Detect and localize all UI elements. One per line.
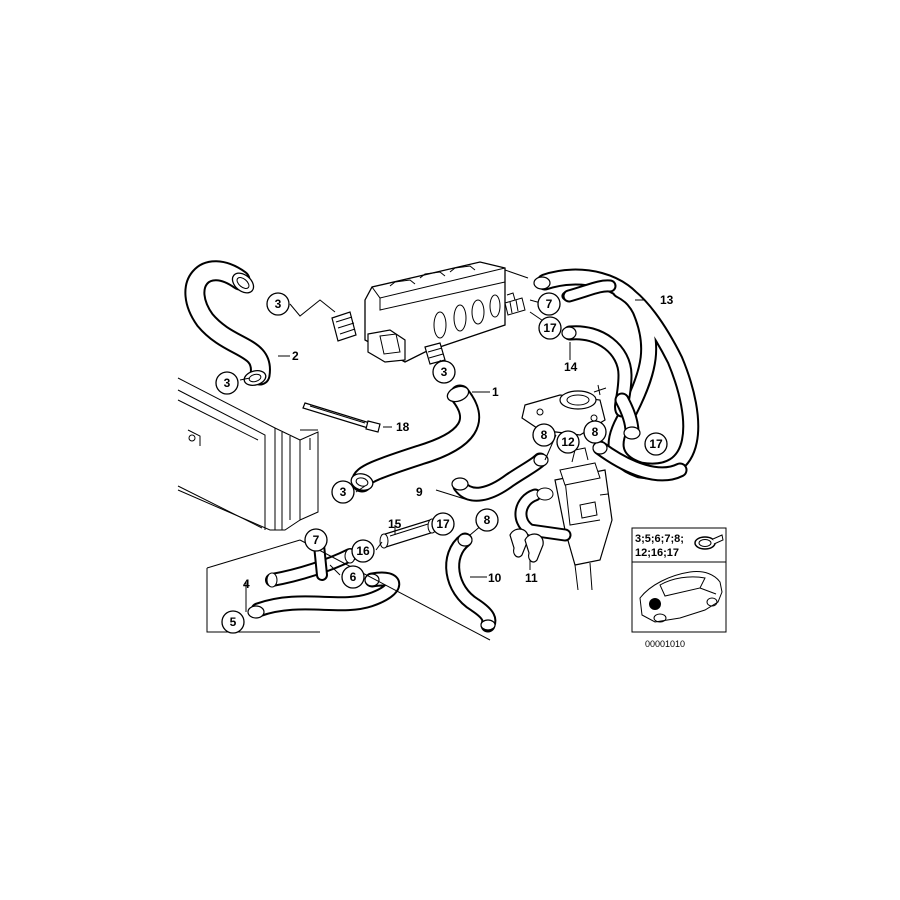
radiator — [177, 377, 319, 531]
callout-6: 6 — [350, 570, 357, 584]
hose-10 — [445, 532, 497, 633]
callout-17-right: 17 — [649, 437, 663, 451]
callout-18: 18 — [396, 420, 410, 434]
hose-1 — [350, 384, 480, 493]
inset-parts-line-1: 3;5;6;7;8; — [635, 533, 684, 545]
hose-clamp-icon — [694, 534, 724, 550]
callout-1: 1 — [492, 385, 499, 399]
callout-3-mid: 3 — [441, 365, 448, 379]
callout-11: 11 — [525, 571, 538, 585]
cable-tie-18 — [302, 402, 381, 433]
callout-numbers: 3 3 3 3 7 17 17 8 12 8 17 8 16 7 6 5 — [224, 297, 663, 629]
callout-15: 15 — [388, 517, 402, 531]
callout-17-top: 17 — [543, 321, 557, 335]
callout-13: 13 — [660, 293, 674, 307]
auxiliary-water-pump — [514, 447, 613, 591]
callout-9: 9 — [416, 485, 423, 499]
callout-5: 5 — [230, 615, 237, 629]
leader-lines — [206, 299, 645, 641]
callout-8-lower: 8 — [484, 513, 491, 527]
callout-3-left: 3 — [224, 376, 231, 390]
hose-5-lower — [247, 571, 401, 619]
clamp-11 — [509, 528, 544, 563]
callout-8-left: 8 — [541, 428, 548, 442]
callout-circles — [215, 292, 668, 634]
diagram-code: 00001010 — [645, 639, 685, 649]
hose-9 — [451, 452, 549, 502]
inset-parts-line-2: 12;16;17 — [635, 547, 679, 559]
callout-10: 10 — [488, 571, 502, 585]
callout-12: 12 — [561, 435, 575, 449]
callout-7-lower: 7 — [313, 533, 320, 547]
inset-panel: 3;5;6;7;8; 12;16;17 — [631, 527, 727, 633]
callout-4: 4 — [243, 577, 250, 591]
pipe-15 — [379, 518, 437, 549]
hose-right-lower — [592, 440, 688, 482]
plain-callouts: 2 1 18 13 14 9 15 10 11 4 — [243, 293, 674, 591]
car-location-icon — [639, 571, 723, 623]
callout-3-bottom: 3 — [340, 485, 347, 499]
callout-3-top: 3 — [275, 297, 282, 311]
callout-16: 16 — [356, 544, 370, 558]
cylinder-head — [331, 261, 529, 365]
callout-8-right: 8 — [592, 425, 599, 439]
hose-2 — [184, 260, 271, 386]
callout-2: 2 — [292, 349, 299, 363]
hose-17-upper-right — [593, 384, 641, 440]
callout-7-top: 7 — [546, 297, 553, 311]
callout-14: 14 — [564, 360, 578, 374]
callout-17-mid: 17 — [436, 517, 450, 531]
